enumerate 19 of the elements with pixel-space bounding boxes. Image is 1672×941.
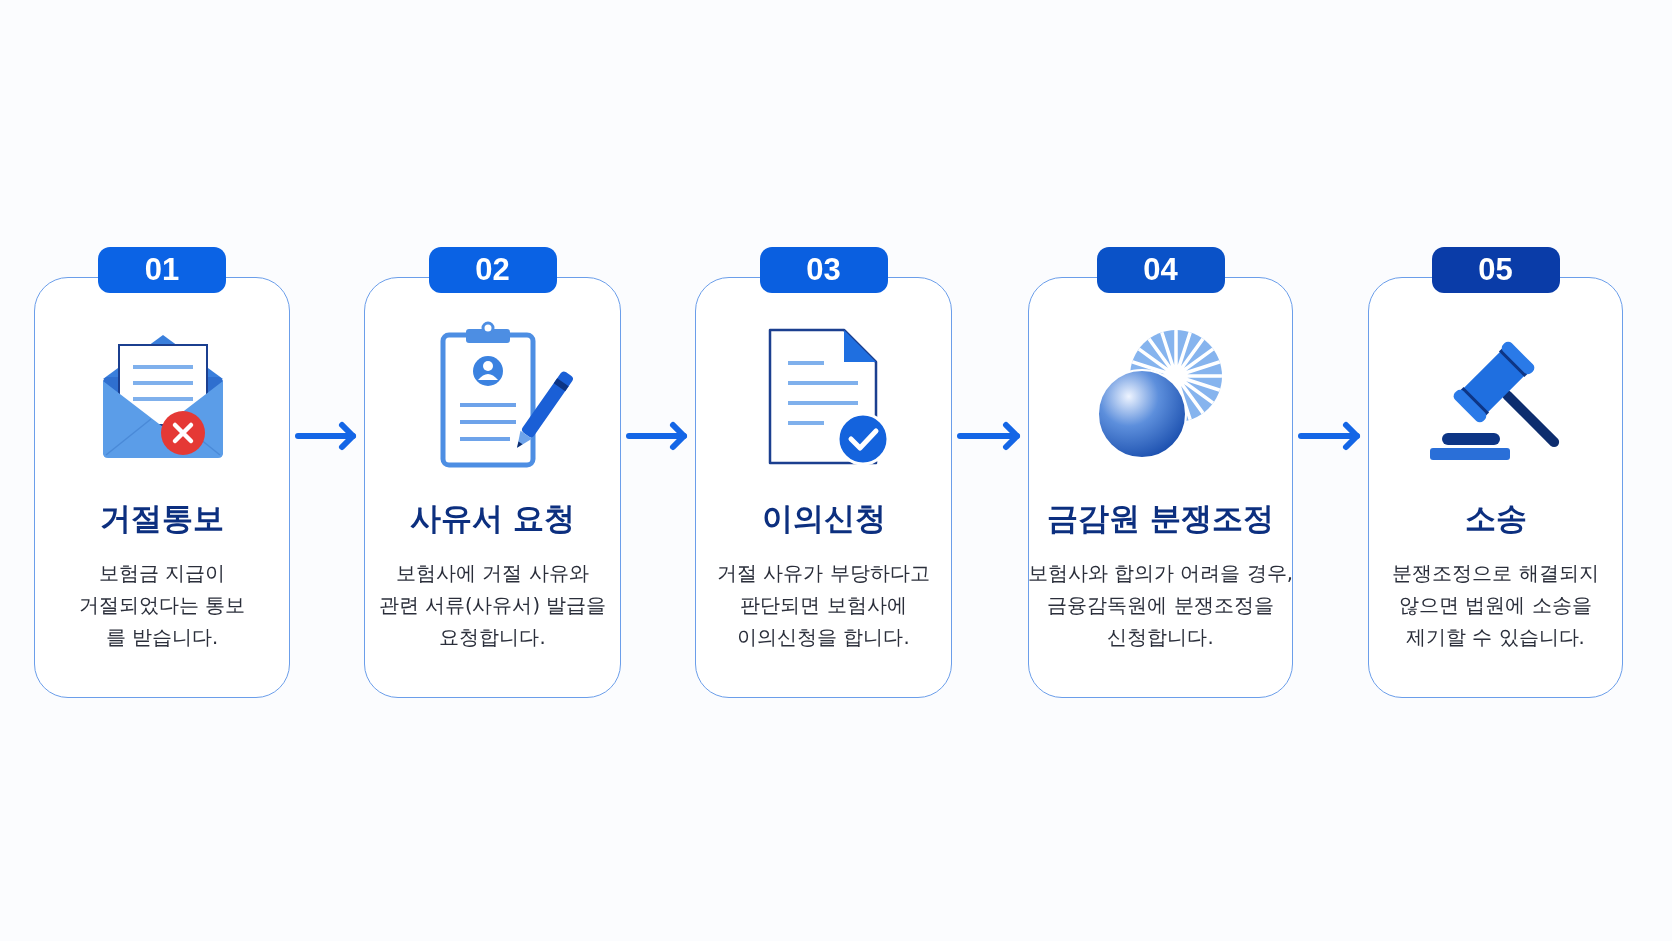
step-number-badge: 02 <box>428 247 557 293</box>
step-description: 분쟁조정으로 해결되지 않으면 법원에 소송을 제기할 수 있습니다. <box>1392 561 1599 651</box>
arrow <box>626 422 687 450</box>
step-description: 보험금 지급이 거절되었다는 통보 를 받습니다. <box>78 561 246 651</box>
step-description: 거절 사유가 부당하다고 판단되면 보험사에 이의신청을 합니다. <box>717 561 930 651</box>
step-description: 보험사와 합의가 어려을 경우, 금융감독원에 분쟁조정을 신청합니다. <box>1028 561 1293 651</box>
step-title: 사유서 요청 <box>408 499 577 538</box>
step-title: 이의신청 <box>760 499 887 538</box>
step-number-badge: 04 <box>1096 247 1225 293</box>
step-number-badge: 01 <box>98 247 226 293</box>
arrow <box>1298 422 1360 450</box>
step-title: 소송 <box>1463 499 1528 538</box>
step-title: 거절통보 <box>99 499 225 538</box>
arrow <box>295 422 356 450</box>
step-title: 금감원 분쟁조정 <box>1045 499 1276 538</box>
arrow <box>957 422 1020 450</box>
step-number-badge: 03 <box>759 247 888 293</box>
step-description: 보험사에 거절 사유와 관련 서류(사유서) 발급을 요청합니다. <box>378 561 607 651</box>
step-number-badge: 05 <box>1431 247 1560 293</box>
